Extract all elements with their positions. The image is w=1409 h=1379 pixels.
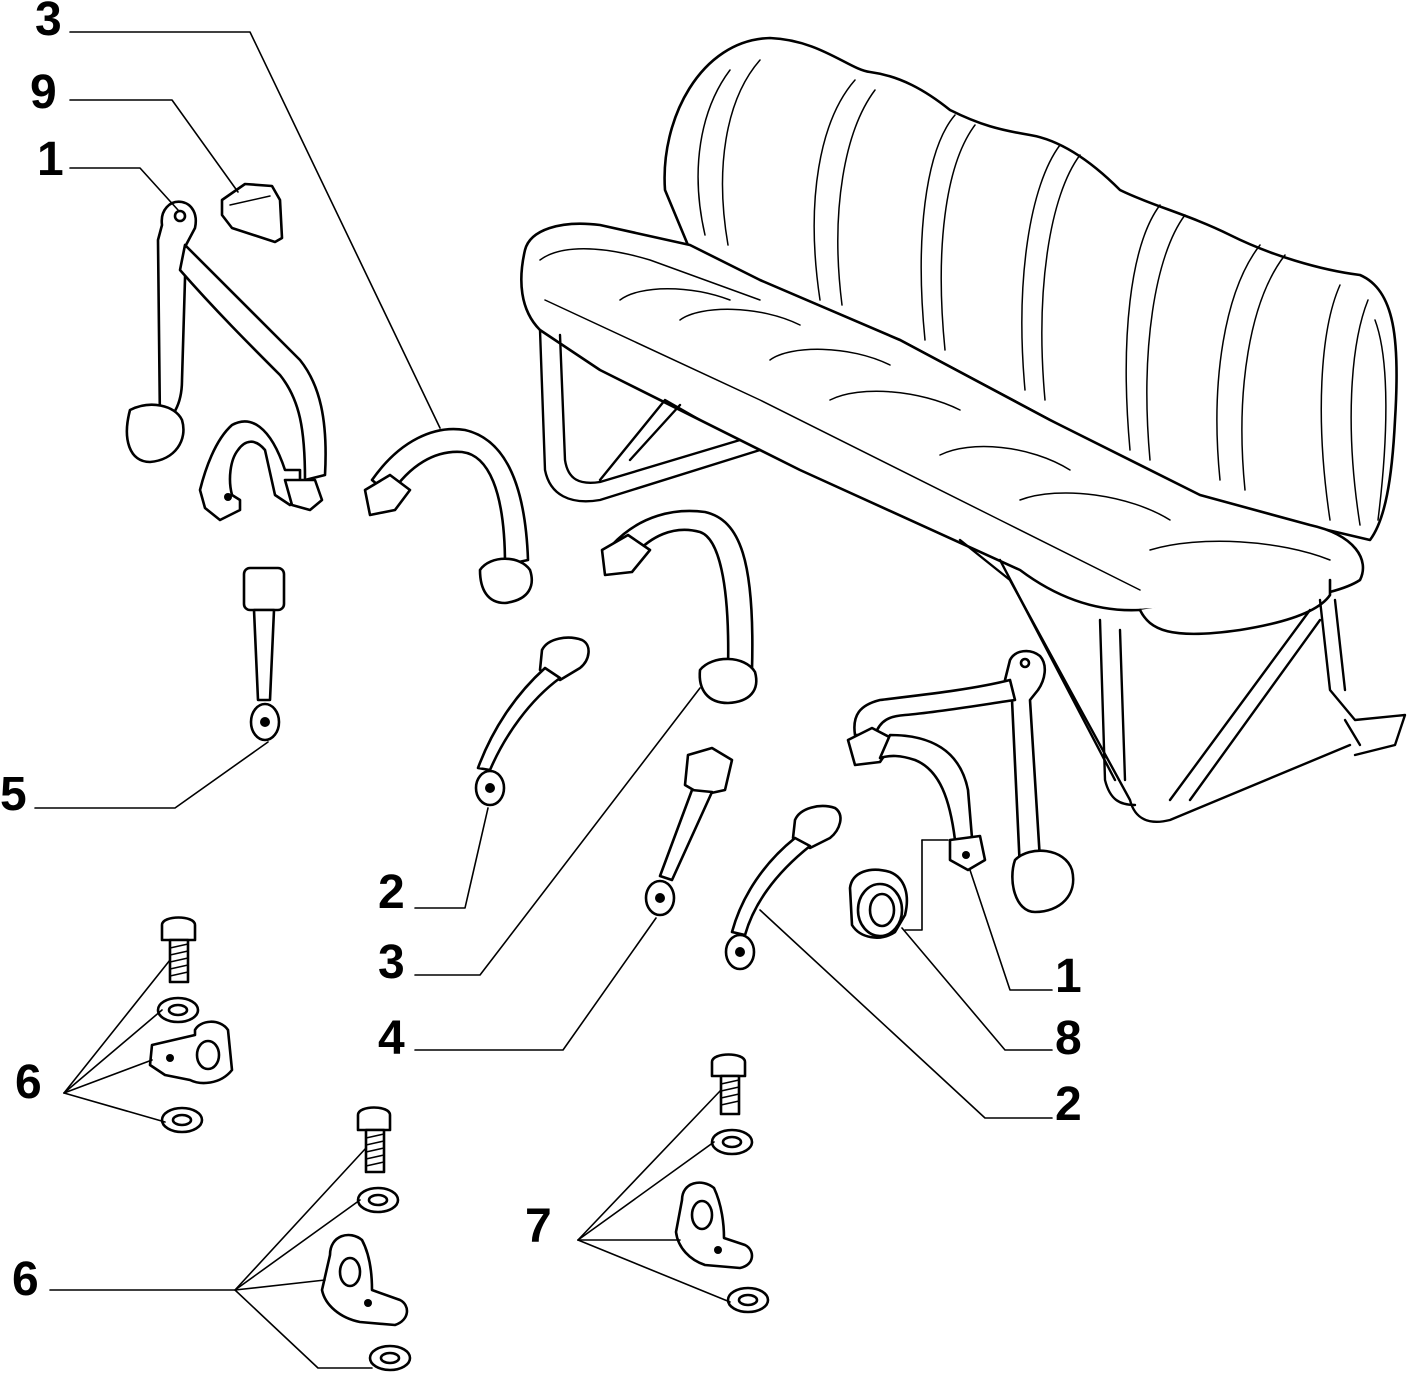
callout-3-mid: 3 [378,936,405,989]
callout-1-left: 1 [37,133,64,186]
callout-labels: 3 9 1 5 2 3 4 1 8 2 6 6 7 [0,0,1082,1306]
callout-2-mid: 2 [378,866,405,919]
seat-belt-part-1-left [125,200,327,522]
leader-group-6-upper [63,959,171,1123]
callout-3-top: 3 [35,0,62,46]
anchor-hardware-part-6-upper [148,916,234,1134]
callout-8: 8 [1055,1012,1082,1065]
bench-seat [520,36,1407,823]
buckle-stalk-part-4 [644,746,734,917]
seat-belt-part-1-right [846,649,1075,914]
leader-lines [34,31,1053,1369]
seat-belt-part-3-top [363,427,534,605]
callout-4: 4 [378,1012,405,1065]
callout-2-right: 2 [1055,1078,1082,1131]
callout-9: 9 [30,66,57,119]
buckle-stalk-part-2-right [724,804,842,971]
leader-group-7 [577,1089,731,1303]
buckle-stalk-part-2-mid [474,636,590,807]
seat-belt-part-3-mid [600,509,758,705]
callout-1-right: 1 [1055,950,1082,1003]
callout-5: 5 [0,768,27,821]
callout-7: 7 [525,1200,552,1253]
trim-cover-part-9 [220,182,284,244]
leader-group-6-lower [49,1147,373,1369]
spacer-part-8 [848,868,909,939]
anchor-hardware-part-7 [674,1053,770,1314]
callout-6-lower: 6 [12,1253,39,1306]
buckle-stalk-part-5 [242,566,286,742]
anchor-hardware-part-6-lower [320,1106,412,1372]
callout-6-upper: 6 [15,1056,42,1109]
